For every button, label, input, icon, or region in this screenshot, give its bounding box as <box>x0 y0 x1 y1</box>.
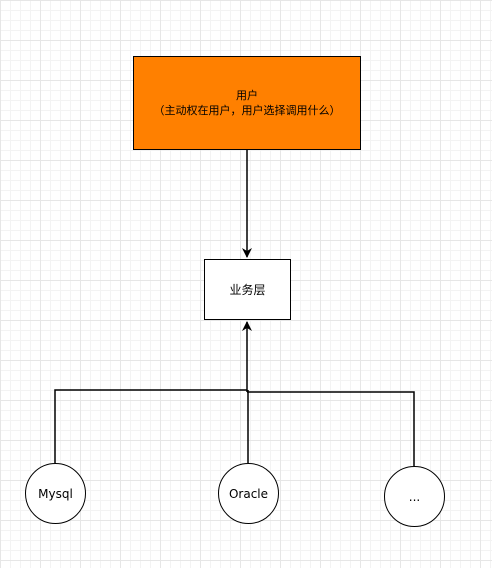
mysql-label: Mysql <box>38 486 73 501</box>
more-label: ... <box>408 489 421 504</box>
user-node-title: 用户 <box>236 89 258 102</box>
business-layer-node[interactable]: 业务层 <box>204 259 291 320</box>
edge-more-to-business <box>247 391 415 466</box>
user-node[interactable]: 用户 （主动权在用户，用户选择调用什么） <box>133 56 361 150</box>
business-layer-label: 业务层 <box>229 282 266 297</box>
oracle-node[interactable]: Oracle <box>218 463 279 524</box>
mysql-node[interactable]: Mysql <box>25 463 86 524</box>
oracle-label: Oracle <box>228 486 269 501</box>
user-node-subtitle: （主动权在用户，用户选择调用什么） <box>153 104 341 117</box>
more-node[interactable]: ... <box>384 466 445 527</box>
edge-mysql-to-business <box>54 389 247 463</box>
